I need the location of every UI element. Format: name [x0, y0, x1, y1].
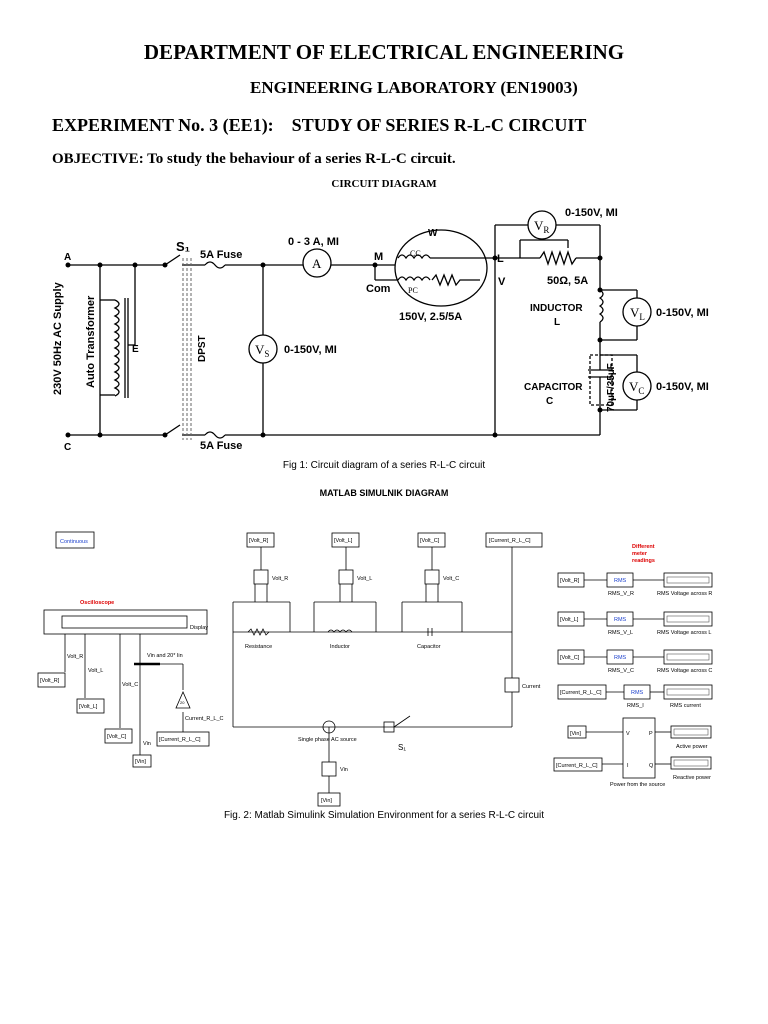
- capacitor-block-label: Capacitor: [417, 644, 441, 650]
- goto-current: [Current_R_L_C]: [489, 538, 531, 544]
- rms-block-r: RMS: [614, 578, 627, 584]
- sensor-volt-c: Volt_C: [443, 576, 459, 582]
- fuse-top-label: 5A Fuse: [200, 249, 242, 261]
- from-volt-r: [Volt_R]: [40, 678, 60, 684]
- dpst-label: DPST: [197, 335, 208, 362]
- rms-from-volt-r: [Volt_R]: [560, 578, 580, 584]
- meter-label: meter: [632, 551, 648, 557]
- switch-label: S₁: [176, 239, 190, 254]
- capacitor-label: CAPACITOR: [524, 382, 583, 393]
- rms-from-current: [Current_R_L_C]: [560, 690, 602, 696]
- rms-block-l: RMS: [614, 617, 627, 623]
- vl-rating: 0-150V, MI: [656, 307, 709, 319]
- circuit-diagram: A C 230V 50Hz AC Supply Auto Transformer…: [52, 207, 709, 453]
- vc-rating: 0-150V, MI: [656, 381, 709, 393]
- capacitor-value: 70µF/35µF: [606, 363, 617, 412]
- wire-volt-l: Volt_L: [88, 668, 103, 674]
- wattmeter-w-label: W: [428, 228, 438, 239]
- node-c-label: C: [64, 442, 71, 453]
- lab-title: ENGINEERING LABORATORY (EN19003): [250, 78, 578, 97]
- wire-vin: Vin: [143, 741, 151, 747]
- fuse-bottom-label: 5A Fuse: [200, 440, 242, 452]
- vs-rating: 0-150V, MI: [284, 344, 337, 356]
- wire-volt-r: Volt_R: [67, 654, 83, 660]
- wattmeter-rating: 150V, 2.5/5A: [399, 311, 462, 323]
- rms-vc-label: RMS_V_C: [608, 668, 634, 674]
- from-current: [Current_R_L_C]: [159, 737, 201, 743]
- vin-label: Vin: [340, 767, 348, 773]
- goto-vin: [Vin]: [321, 798, 332, 804]
- wattmeter-pc-label: PC: [408, 286, 418, 295]
- rms-block-c: RMS: [614, 655, 627, 661]
- goto-volt-c: [Volt_C]: [420, 538, 440, 544]
- power-block-label: Power from the source: [610, 782, 665, 788]
- rms-voltage-r: RMS Voltage across R: [657, 591, 712, 597]
- objective-text: OBJECTIVE: To study the behaviour of a s…: [52, 151, 456, 167]
- simulink-section-title: MATLAB SIMULNIK DIAGRAM: [319, 488, 449, 498]
- vin-20-label: Vin and 20* Iin: [147, 653, 183, 659]
- vr-rating: 0-150V, MI: [565, 207, 618, 219]
- rms-vl-label: RMS_V_L: [608, 630, 633, 636]
- inductor-label: INDUCTOR: [530, 303, 583, 314]
- supply-label: 230V 50Hz AC Supply: [52, 281, 64, 395]
- experiment-title: EXPERIMENT No. 3 (EE1): STUDY OF SERIES …: [52, 115, 587, 135]
- wire-volt-c: Volt_C: [122, 682, 138, 688]
- from-volt-c: [Volt_C]: [107, 734, 127, 740]
- display-label: Display: [190, 625, 208, 631]
- continuous-label: Continuous: [60, 539, 88, 545]
- oscilloscope-label: Oscilloscope: [80, 600, 114, 606]
- node-com-label: Com: [366, 283, 391, 295]
- reactive-power-label: Reactive power: [673, 775, 711, 781]
- power-port-v: V: [626, 731, 630, 737]
- rms-block-i: RMS: [631, 690, 644, 696]
- goto-volt-r: [Volt_R]: [249, 538, 269, 544]
- department-title: DEPARTMENT OF ELECTRICAL ENGINEERING: [143, 40, 625, 64]
- rms-from-volt-c: [Volt_C]: [560, 655, 580, 661]
- node-a-label: A: [64, 252, 71, 263]
- readings-label: readings: [632, 558, 655, 564]
- inductor-sub: L: [554, 317, 560, 328]
- rms-voltage-c: RMS Voltage across C: [657, 668, 712, 674]
- rms-i-label: RMS_I: [627, 703, 644, 709]
- ammeter-rating: 0 - 3 A, MI: [288, 236, 339, 248]
- node-m-label: M: [374, 251, 383, 263]
- source-label: Single phase AC source: [298, 737, 357, 743]
- sensor-volt-l: Volt_L: [357, 576, 372, 582]
- wire-current: Current_R_L_C: [185, 716, 224, 722]
- gain-label: 20: [180, 700, 185, 705]
- rms-vr-label: RMS_V_R: [608, 591, 634, 597]
- autotransformer-label: Auto Transformer: [85, 295, 97, 388]
- capacitor-sub: C: [546, 396, 553, 407]
- power-port-q: Q: [649, 763, 654, 769]
- ammeter-symbol: A: [312, 256, 322, 271]
- power-port-p: P: [649, 731, 653, 737]
- active-power-label: Active power: [676, 744, 708, 750]
- power-from-vin: [Vin]: [570, 731, 581, 737]
- rms-current-label: RMS current: [670, 703, 701, 709]
- wattmeter-cc-label: CC: [410, 249, 421, 258]
- fig2-caption: Fig. 2: Matlab Simulink Simulation Envir…: [223, 810, 545, 821]
- sensor-volt-r: Volt_R: [272, 576, 288, 582]
- fig1-caption: Fig 1: Circuit diagram of a series R-L-C…: [282, 460, 486, 471]
- different-label: Different: [632, 544, 655, 550]
- power-port-i: I: [627, 763, 629, 769]
- rms-voltage-l: RMS Voltage across L: [657, 630, 711, 636]
- node-e-label: E: [132, 344, 139, 355]
- current-label: Current: [522, 684, 541, 690]
- resistance-label: Resistance: [245, 644, 272, 650]
- circuit-section-title: CIRCUIT DIAGRAM: [331, 178, 437, 190]
- goto-volt-l: [Volt_L]: [334, 538, 353, 544]
- resistor-rating: 50Ω, 5A: [547, 275, 588, 287]
- s1-label: S₁: [398, 743, 406, 752]
- node-v-label: V: [498, 276, 506, 288]
- from-volt-l: [Volt_L]: [79, 704, 98, 710]
- inductor-block-label: Inductor: [330, 644, 350, 650]
- node-l-label: L: [497, 253, 504, 265]
- power-from-current: [Current_R_L_C]: [556, 763, 598, 769]
- rms-from-volt-l: [Volt_L]: [560, 617, 579, 623]
- from-vin: [Vin]: [135, 759, 146, 765]
